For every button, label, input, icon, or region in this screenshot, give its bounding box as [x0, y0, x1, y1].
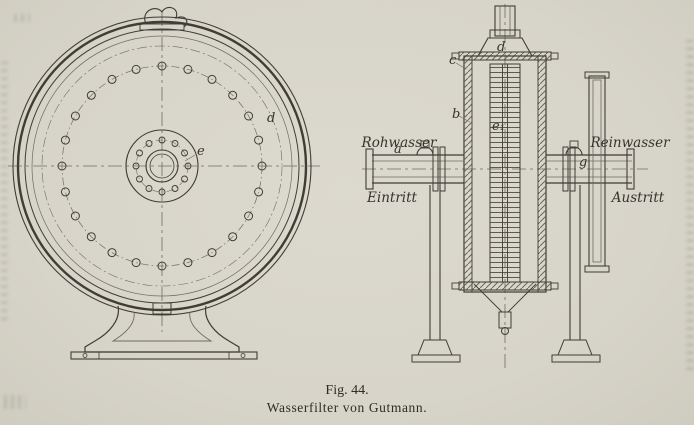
- center-hub: [125, 129, 199, 203]
- label-section-d: d: [497, 40, 505, 55]
- label-front-d: d: [267, 111, 275, 126]
- top-lifting-fitting: [139, 6, 188, 31]
- support-legs: [411, 185, 601, 363]
- pedestal-stand: [70, 305, 258, 360]
- side-frame-bar: [584, 71, 610, 273]
- filter-section-view: c d b e₁ a g Rohwasser Eintritt Reinwass…: [361, 4, 671, 372]
- label-front-e: e: [197, 144, 205, 159]
- label-rohwasser: Rohwasser: [361, 135, 438, 151]
- vessel-shell: [451, 51, 559, 293]
- filter-element: [489, 63, 521, 283]
- figure-number: Fig. 44.: [325, 383, 369, 398]
- inlet-pipe: [365, 140, 464, 192]
- label-section-a: a: [394, 142, 402, 157]
- label-section-c: c: [449, 53, 457, 68]
- leader-b: [458, 115, 471, 123]
- leader-e: [184, 154, 196, 162]
- centerlines-front: [8, 12, 320, 332]
- label-section-g: g: [579, 155, 587, 170]
- leader-c: [455, 62, 467, 70]
- label-section-b: b: [452, 107, 460, 122]
- bolt-pitch-circle: [61, 65, 263, 267]
- figure-title: Wasserfilter von Gutmann.: [266, 400, 428, 415]
- label-austritt: Austritt: [610, 190, 665, 206]
- bottom-drain: [473, 283, 537, 335]
- figure-caption-block: Fig. 44. Wasserfilter von Gutmann.: [0, 383, 694, 416]
- bottom-bracket: [152, 302, 172, 315]
- hub-bolt-ring: [132, 136, 192, 196]
- bolt-hole-ring: [57, 61, 267, 271]
- label-section-e1: e₁: [492, 119, 505, 134]
- drum-rim: [12, 16, 312, 316]
- label-eintritt: Eintritt: [366, 190, 417, 206]
- label-reinwasser: Reinwasser: [589, 135, 671, 151]
- filter-front-view: d e: [8, 6, 320, 360]
